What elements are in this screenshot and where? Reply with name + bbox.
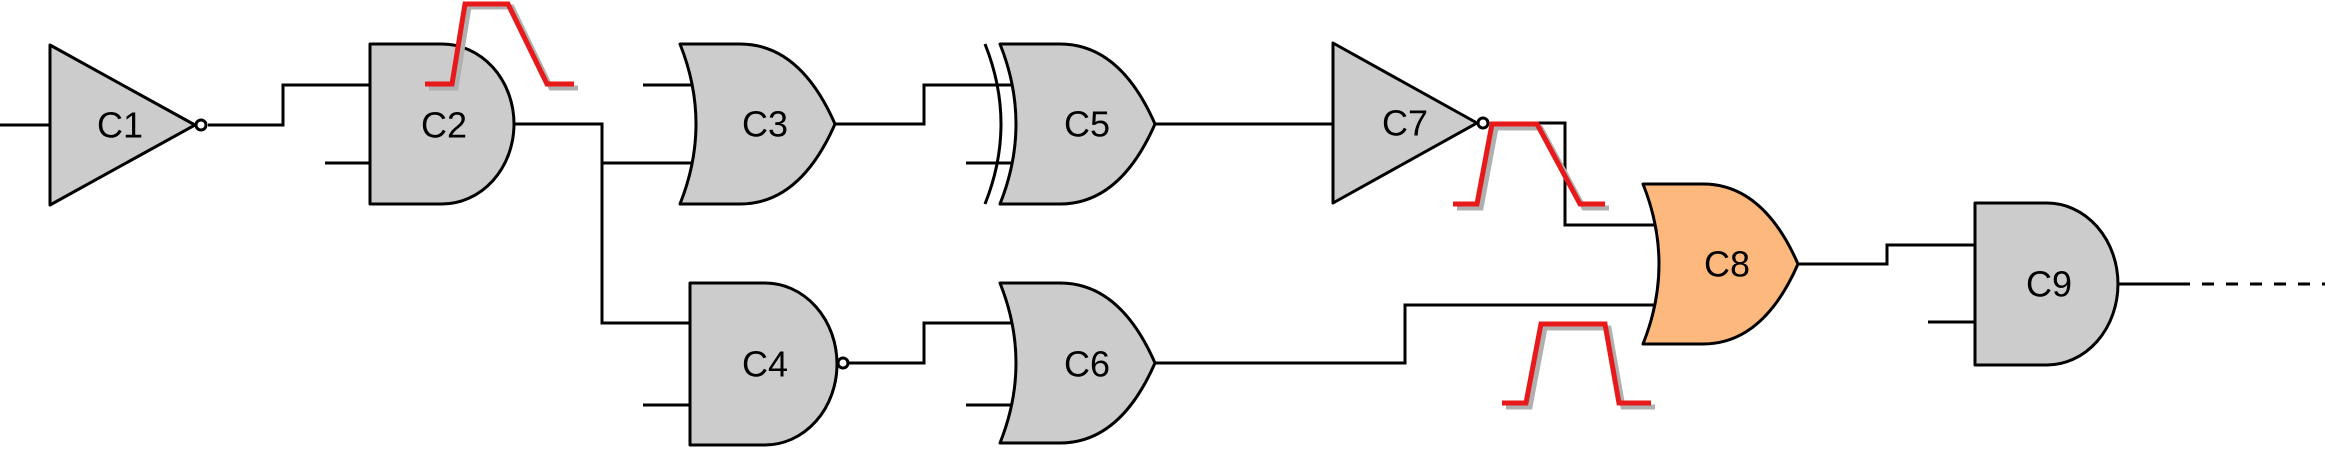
gate-c1[interactable]: C1 [48,43,208,207]
gate-c4[interactable]: C4 [688,281,850,447]
gate-c6[interactable]: C6 [998,281,1157,445]
gate-c5-extra-curve [983,43,1003,205]
gate-c7-inversion-bubble [1476,116,1490,130]
gate-c3-body [678,42,837,206]
gate-c6-body [998,281,1157,445]
gate-c4-inversion-bubble [836,356,850,370]
gate-c5-label: C5 [1064,104,1110,145]
signal-pulse-c2 [425,1,578,91]
gate-c1-inversion-bubble [194,118,208,132]
wire-c1-c2 [208,83,370,127]
gate-c5[interactable]: C5 [983,42,1157,206]
signal-pulse-c7-shadow [1457,125,1609,211]
signal-pulse-c8-trace [1502,321,1651,406]
wire-c4-c6 [848,321,1015,365]
gate-c9-label: C9 [2026,264,2072,305]
wire-c3-c5 [835,83,1012,126]
gate-c2-label: C2 [421,105,467,146]
gate-c7[interactable]: C7 [1331,41,1490,205]
gate-c3-label: C3 [742,104,788,145]
signal-pulses [425,1,1655,410]
gate-c6-label: C6 [1064,344,1110,385]
gate-c8-label: C8 [1704,244,1750,285]
gate-c7-body [1331,41,1479,205]
signal-pulse-c8 [1502,321,1655,410]
gate-c5-body [998,42,1157,206]
signal-pulse-c7-trace [1453,121,1605,207]
gates: C1 C2 C3 C5 C7 C4 [48,41,2120,447]
wire-c2-c3 [515,122,693,165]
signal-pulse-c2-trace [425,1,574,87]
wire-c8-c9 [1798,243,1975,266]
gate-c1-label: C1 [97,105,143,146]
signal-pulse-c8-shadow [1506,325,1655,410]
wire-c6-c8 [1155,303,1660,365]
gate-c3[interactable]: C3 [678,42,837,206]
gate-c9[interactable]: C9 [1973,201,2120,367]
wire-c2-c4 [600,163,690,325]
signal-pulse-c2-shadow [429,4,578,91]
gate-c4-body [688,281,839,447]
gate-c4-label: C4 [742,344,788,385]
gate-c1-body [48,43,197,207]
gate-c9-body [1973,201,2120,367]
wire-c7-c8 [1490,121,1660,227]
gate-c8-body [1641,182,1800,346]
gate-c7-label: C7 [1382,103,1428,144]
gate-c8[interactable]: C8 [1641,182,1800,346]
gate-c2[interactable]: C2 [368,42,516,206]
signal-pulse-c7 [1453,121,1609,211]
gate-c2-body [368,42,516,206]
